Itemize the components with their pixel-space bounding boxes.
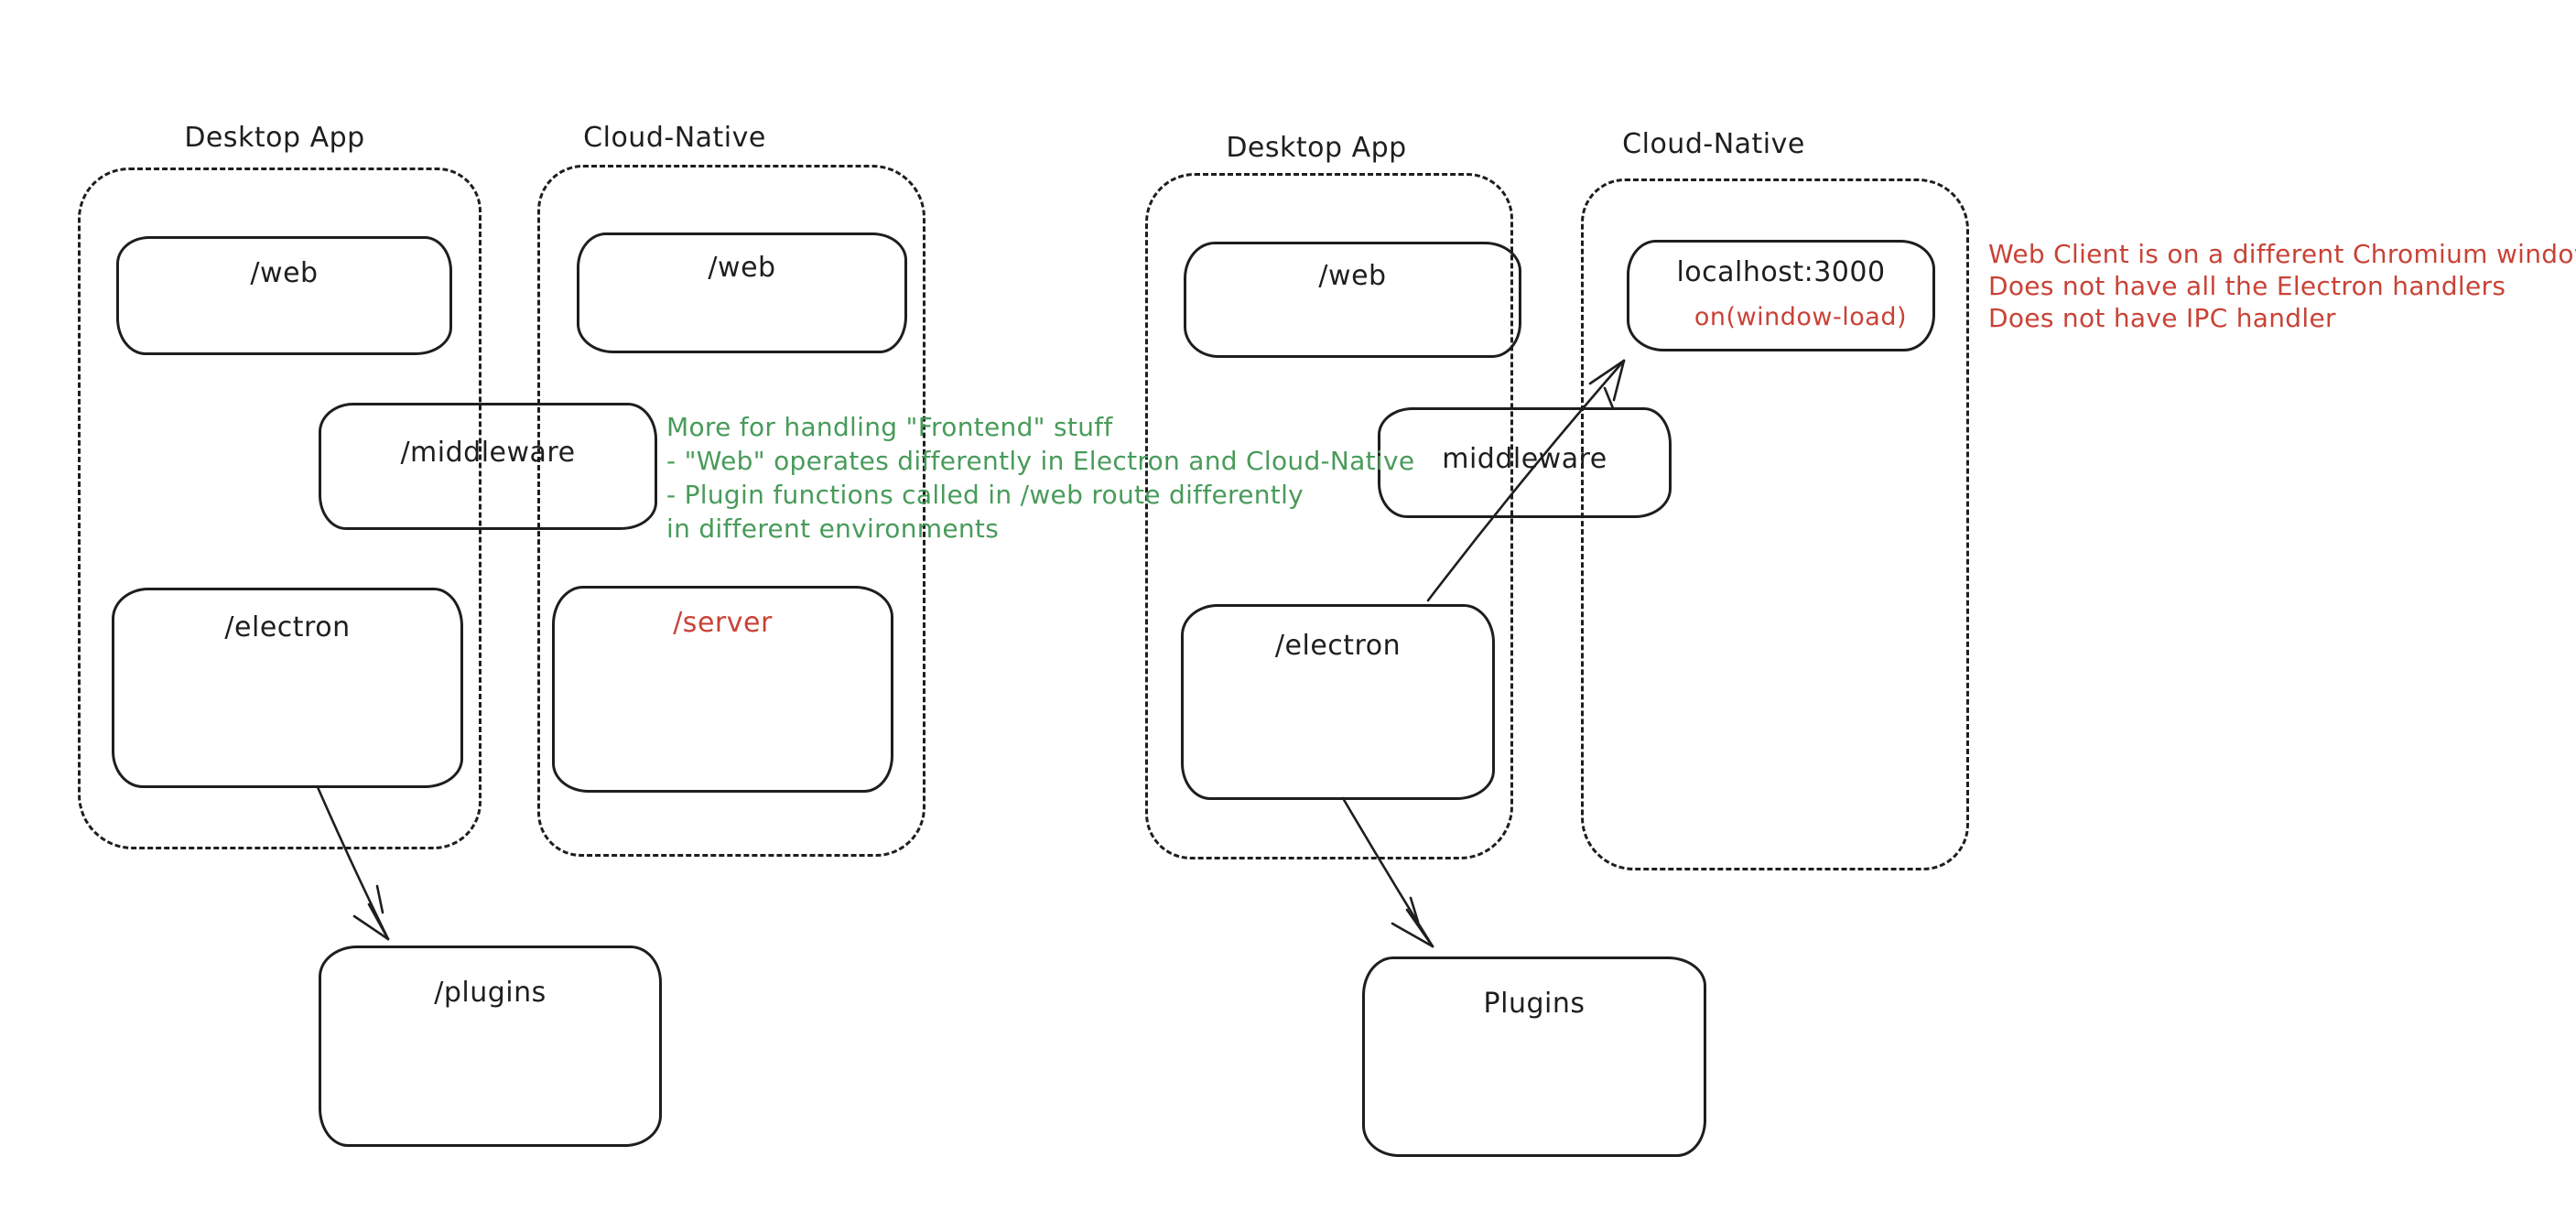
arrow-electron-right-to-localhost[interactable] (1426, 359, 1626, 602)
node-web-right-desktop-label: /web (1318, 260, 1387, 292)
node-localhost-3000-sublabel: on(window-load) (1694, 303, 1907, 331)
node-electron-right[interactable]: /electron (1181, 604, 1495, 800)
node-middleware-left-label: /middleware (400, 437, 576, 469)
red-note[interactable]: Web Client is on a different Chromium wi… (1988, 238, 2576, 334)
node-web-left-cloud-label: /web (708, 252, 776, 284)
node-web-left-desktop[interactable]: /web (116, 236, 452, 355)
red-note-line-3: Does not have IPC handler (1988, 303, 2336, 333)
node-localhost-3000[interactable]: localhost:3000 on(window-load) (1627, 240, 1935, 351)
node-localhost-3000-label: localhost:3000 (1676, 256, 1886, 288)
node-middleware-left[interactable]: /middleware (319, 403, 657, 530)
arrow-electron-left-to-plugins[interactable] (316, 785, 390, 941)
green-note-line-4: in different environments (666, 513, 1000, 544)
green-note[interactable]: More for handling "Frontend" stuff - "We… (666, 410, 1414, 546)
green-note-line-2: - "Web" operates differently in Electron… (666, 446, 1415, 476)
arrow-electron-right-to-plugins[interactable] (1341, 796, 1434, 948)
node-plugins-left[interactable]: /plugins (319, 946, 662, 1147)
title-cloud-native-right[interactable]: Cloud-Native (1622, 128, 1805, 160)
node-middleware-right-label: middleware (1442, 443, 1607, 475)
title-desktop-app-left[interactable]: Desktop App (184, 122, 365, 154)
title-cloud-native-left[interactable]: Cloud-Native (583, 122, 766, 154)
node-plugins-left-label: /plugins (434, 977, 547, 1009)
red-note-line-2: Does not have all the Electron handlers (1988, 271, 2506, 301)
node-server-left-label: /server (673, 607, 773, 639)
node-electron-right-label: /electron (1274, 630, 1402, 662)
node-web-left-cloud[interactable]: /web (577, 232, 907, 353)
red-note-line-1: Web Client is on a different Chromium wi… (1988, 239, 2576, 269)
node-web-right-desktop[interactable]: /web (1184, 242, 1521, 358)
green-note-line-3: - Plugin functions called in /web route … (666, 480, 1304, 510)
group-cloud-native-left[interactable] (537, 165, 925, 857)
node-electron-left-label: /electron (224, 611, 351, 643)
node-electron-left[interactable]: /electron (112, 588, 463, 788)
group-cloud-native-right[interactable] (1581, 178, 1969, 870)
node-plugins-right[interactable]: Plugins (1362, 956, 1706, 1157)
node-plugins-right-label: Plugins (1483, 988, 1586, 1020)
green-note-line-1: More for handling "Frontend" stuff (666, 412, 1113, 442)
group-desktop-app-left[interactable] (78, 168, 482, 849)
node-server-left[interactable]: /server (552, 586, 893, 793)
node-web-left-desktop-label: /web (250, 257, 319, 289)
node-middleware-right[interactable]: middleware (1378, 407, 1672, 518)
title-desktop-app-right[interactable]: Desktop App (1226, 132, 1407, 164)
